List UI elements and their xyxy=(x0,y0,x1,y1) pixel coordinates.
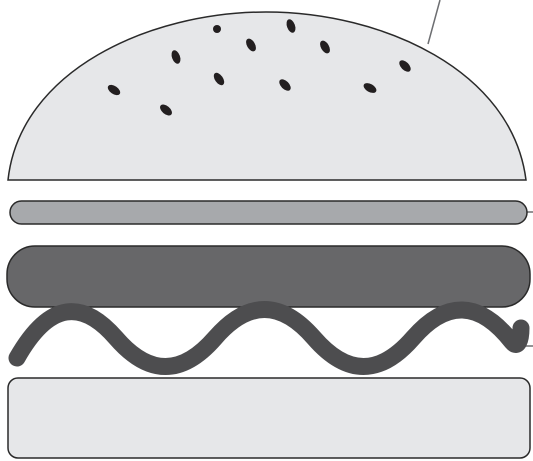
bottom-bun-icon xyxy=(7,377,531,459)
sauce-wave-icon xyxy=(8,301,530,375)
sesame-seed-icon xyxy=(246,38,256,52)
sesame-seed-icon xyxy=(213,72,225,86)
sesame-seed-icon xyxy=(160,104,172,116)
leader-line-top-bun xyxy=(427,0,441,45)
sesame-seed-icon xyxy=(286,19,296,33)
sesame-seed-icon xyxy=(363,83,377,93)
sesame-seed-icon xyxy=(213,25,221,33)
sesame-seed-icon xyxy=(171,50,181,64)
sesame-seed-icon xyxy=(107,84,121,96)
top-bun-icon xyxy=(7,11,527,181)
sesame-seed-icon xyxy=(399,60,411,72)
sesame-seed-icon xyxy=(279,79,291,91)
sesame-seeds xyxy=(107,19,411,116)
sesame-seed-icon xyxy=(320,40,330,54)
cheese-slice-icon xyxy=(9,200,528,225)
patty-icon xyxy=(6,245,531,308)
